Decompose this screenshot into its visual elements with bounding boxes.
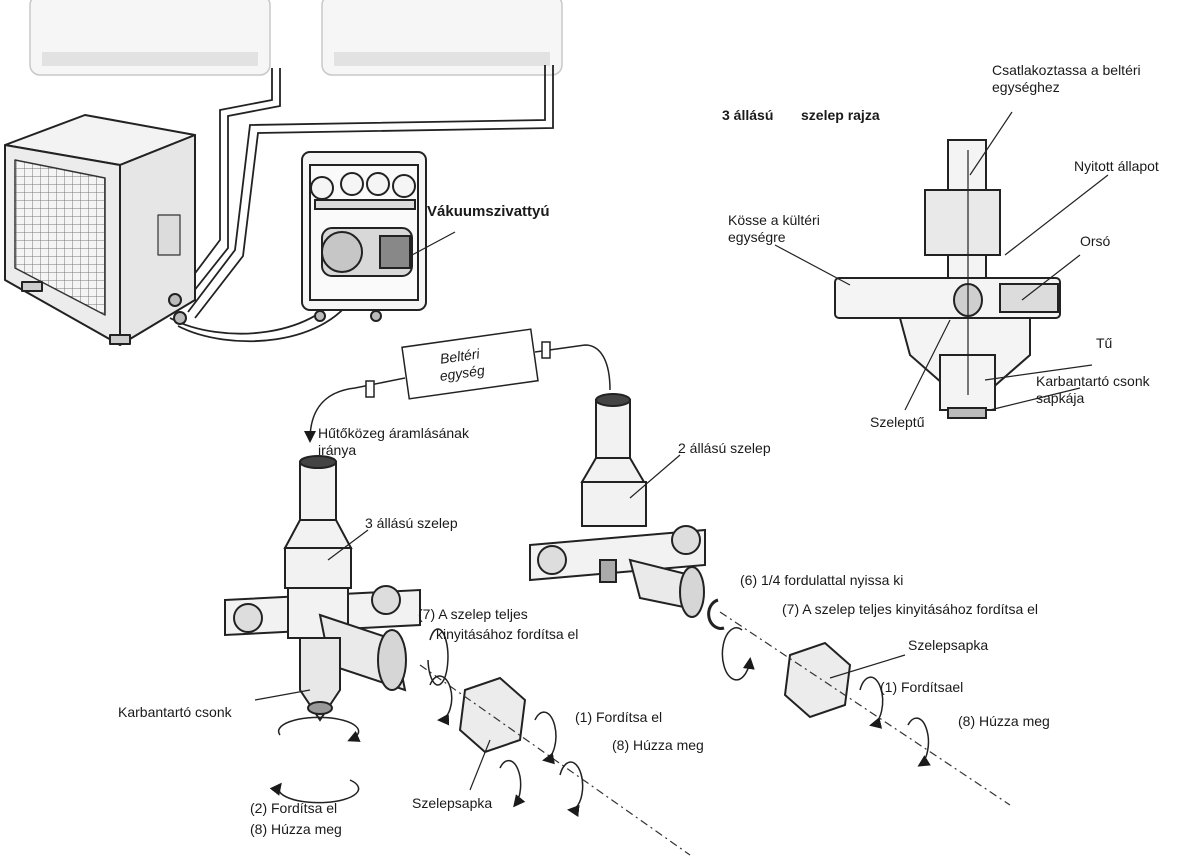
flow-lines — [304, 341, 611, 443]
label-step-1-turn-a: (1) Fordítsa el — [575, 709, 663, 725]
valve-cap-right — [783, 641, 852, 719]
cross-section-needle: Tű — [1096, 335, 1113, 351]
two-way-valve — [529, 393, 706, 618]
cross-section-title-b: szelep rajza — [801, 107, 880, 123]
label-step-8-tighten-c: (8) Húzza meg — [958, 713, 1050, 729]
cross-section-open-state: Nyitott állapot — [1074, 158, 1159, 174]
pump-leader — [411, 231, 456, 256]
label-step-1-turn-b: (1) Fordítsael — [880, 679, 964, 695]
label-step-8-tighten-a: (8) Húzza meg — [250, 821, 342, 837]
valve-cap-left — [458, 676, 527, 754]
label-valve-cap-b: Szelepsapka — [908, 637, 989, 653]
cross-section-title-a: 3 állású — [722, 107, 774, 123]
label-flow-direction: Hűtőközeg áramlásának iránya — [318, 425, 469, 458]
label-step-7-open-b: (7) A szelep teljes kinyitásához fordíts… — [782, 601, 1039, 617]
cross-section-spindle: Orsó — [1080, 233, 1111, 249]
outdoor-unit — [4, 114, 196, 346]
label-step-7-open-a-line2: kinyitásához fordítsa el — [436, 626, 579, 642]
label-step-2-turn: (2) Fordítsa el — [250, 800, 338, 816]
label-step-8-tighten-b: (8) Húzza meg — [612, 737, 704, 753]
cross-section-leaders — [774, 111, 1109, 411]
cross-section-service-cap: Karbantartó csonk sapkája — [1036, 373, 1150, 406]
cross-section-valve-needle: Szeleptű — [870, 414, 925, 430]
label-step-6-quarter: (6) 1/4 fordulattal nyissa ki — [740, 572, 904, 588]
indoor-unit-right — [321, 0, 563, 76]
axis-lines — [419, 611, 1011, 856]
cross-section-connect-outdoor: Kösse a kültéri egységre — [728, 212, 820, 245]
label-step-7-open-a-line1: (7) A szelep teljes — [418, 606, 528, 622]
cross-section-connect-indoor: Csatlakoztassa a beltéri egységhez — [992, 62, 1141, 95]
leader-lines — [254, 454, 906, 791]
indoor-unit-box — [401, 328, 539, 400]
label-three-way-valve: 3 állású szelep — [365, 515, 458, 531]
three-way-valve — [224, 455, 421, 722]
rotation-arrows — [269, 598, 931, 817]
label-service-port: Karbantartó csonk — [118, 704, 232, 720]
label-two-way-valve: 2 állású szelep — [678, 440, 771, 456]
valve-cross-section — [834, 139, 1061, 419]
label-valve-cap-a: Szelepsapka — [412, 795, 493, 811]
indoor-unit-left — [29, 0, 271, 76]
label-vacuum-pump: Vákuumszivattyú — [427, 203, 550, 220]
vacuum-pump — [301, 151, 427, 322]
